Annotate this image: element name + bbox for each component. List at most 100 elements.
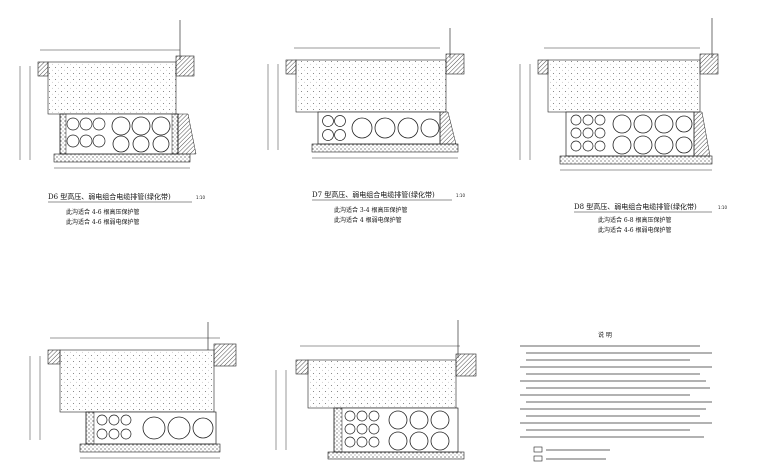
conduit-large — [654, 114, 674, 134]
caption-title: D7 型高压、弱电组合电缆排管(绿化带) — [312, 190, 435, 199]
conduit-large — [612, 114, 632, 134]
conduit-small — [344, 423, 356, 435]
caption-scale: 1:10 — [718, 205, 727, 210]
conduit-large — [132, 135, 150, 153]
conduit-large — [430, 410, 450, 430]
caption-line: 此沟适合 4 根弱电保护管 — [334, 216, 402, 224]
backfill-soil — [547, 59, 701, 113]
sloped-wall-right — [177, 113, 197, 155]
conduit-small — [356, 423, 368, 435]
caption-line: 此沟适合 6-8 根高压保护管 — [598, 216, 671, 224]
base-slab — [559, 155, 713, 165]
base-slab — [327, 451, 465, 460]
conduit-large — [388, 431, 408, 451]
conduit-large — [167, 416, 191, 440]
caption-line: 此沟适合 4-6 根弱电保护管 — [598, 226, 671, 234]
kerb-right — [445, 53, 465, 75]
conduit-small — [79, 134, 93, 148]
conduit-small — [66, 134, 80, 148]
notes-title: 说 明 — [598, 331, 612, 339]
conduit-small — [120, 428, 132, 440]
conduit-small — [344, 436, 356, 448]
conduit-small — [92, 134, 106, 148]
conduit-large — [142, 416, 166, 440]
section-d7-drawing — [267, 28, 465, 159]
legend-swatch — [533, 455, 543, 462]
kerb-left — [285, 59, 297, 75]
notes-lines — [520, 345, 712, 438]
sloped-wall-right — [693, 111, 711, 157]
conduit-small — [368, 410, 380, 422]
conduit-small — [96, 428, 108, 440]
conduit-large — [112, 135, 130, 153]
section-d9-drawing — [29, 322, 237, 459]
caption-line: 此沟适合 4-6 根弱电保护管 — [66, 218, 139, 226]
conduit-small — [108, 414, 120, 426]
conduit-small — [368, 436, 380, 448]
caption-scale: 1:10 — [196, 195, 205, 200]
notes-block: 说 明 — [520, 331, 712, 462]
conduit-small — [582, 140, 594, 152]
base-slab — [53, 153, 191, 163]
conduit-large — [633, 114, 653, 134]
conduit-small — [356, 410, 368, 422]
concrete-encasement-right — [171, 113, 179, 155]
caption-title: D8 型高压、弱电组合电缆排管(绿化带) — [574, 202, 697, 211]
section-d10-drawing — [275, 320, 477, 460]
kerb-right — [455, 353, 477, 377]
section-d6-drawing — [19, 20, 197, 169]
kerb-right — [699, 53, 719, 75]
caption-scale: 1:10 — [456, 193, 465, 198]
caption-d6: D6 型高压、弱电组合电缆排管(绿化带) 1:10 此沟适合 4-6 根高压保护… — [48, 192, 205, 226]
conduit-small — [582, 127, 594, 139]
conduit-large — [152, 135, 170, 153]
conduit-small — [570, 114, 582, 126]
conduit-large — [192, 417, 214, 439]
conduit-small — [570, 140, 582, 152]
conduit-large — [409, 410, 429, 430]
conduit-small — [334, 129, 346, 141]
conduit-large — [111, 116, 131, 136]
caption-d8: D8 型高压、弱电组合电缆排管(绿化带) 1:10 此沟适合 6-8 根高压保护… — [574, 202, 727, 234]
conduit-small — [356, 436, 368, 448]
conduit-large — [409, 431, 429, 451]
backfill-soil — [59, 349, 215, 413]
conduit-large — [388, 410, 408, 430]
kerb-right — [213, 343, 237, 367]
conduit-large — [151, 116, 171, 136]
conduit-large — [374, 117, 396, 139]
caption-line: 此沟适合 4-6 根高压保护管 — [66, 208, 139, 216]
caption-line: 此沟适合 3-4 根高压保护管 — [334, 206, 407, 214]
kerb-left — [37, 61, 49, 77]
legend-swatch — [533, 446, 543, 453]
conduit-small — [120, 414, 132, 426]
section-d8-drawing — [519, 18, 719, 171]
conduit-small — [334, 115, 346, 127]
base-slab — [311, 143, 459, 153]
conduit-large — [633, 135, 653, 155]
caption-title: D6 型高压、弱电组合电缆排管(绿化带) — [48, 192, 171, 201]
conduit-small — [96, 414, 108, 426]
conduit-large — [675, 136, 693, 154]
conduit-small — [108, 428, 120, 440]
kerb-left — [537, 59, 549, 75]
sloped-wall-right — [439, 111, 457, 145]
backfill-soil — [295, 59, 447, 113]
concrete-encasement-left — [59, 113, 67, 155]
conduit-large — [351, 117, 373, 139]
conduit-small — [594, 127, 606, 139]
kerb-left — [295, 359, 309, 375]
conduit-small — [582, 114, 594, 126]
conduit-large — [420, 118, 440, 138]
conduit-large — [131, 116, 151, 136]
conduit-small — [594, 114, 606, 126]
conduit-large — [430, 431, 450, 451]
conduit-small — [368, 423, 380, 435]
caption-d7: D7 型高压、弱电组合电缆排管(绿化带) 1:10 此沟适合 3-4 根高压保护… — [312, 190, 465, 224]
base-slab — [79, 443, 221, 453]
backfill-soil — [47, 61, 177, 115]
conduit-small — [322, 129, 334, 141]
kerb-left — [47, 349, 61, 365]
conduit-small — [322, 115, 334, 127]
